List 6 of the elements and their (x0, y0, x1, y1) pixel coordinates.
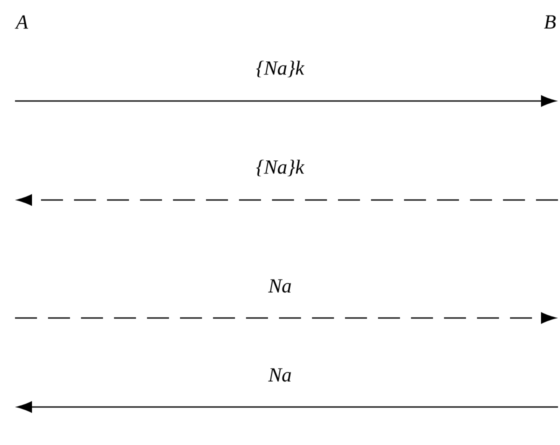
participant-label: B (544, 15, 556, 29)
message-label: {Na}k (256, 160, 304, 176)
message-label: {Na}k (256, 60, 304, 78)
participant-label: A (14, 15, 28, 29)
message-label: Na (268, 368, 291, 382)
message-label: Na (268, 279, 291, 293)
